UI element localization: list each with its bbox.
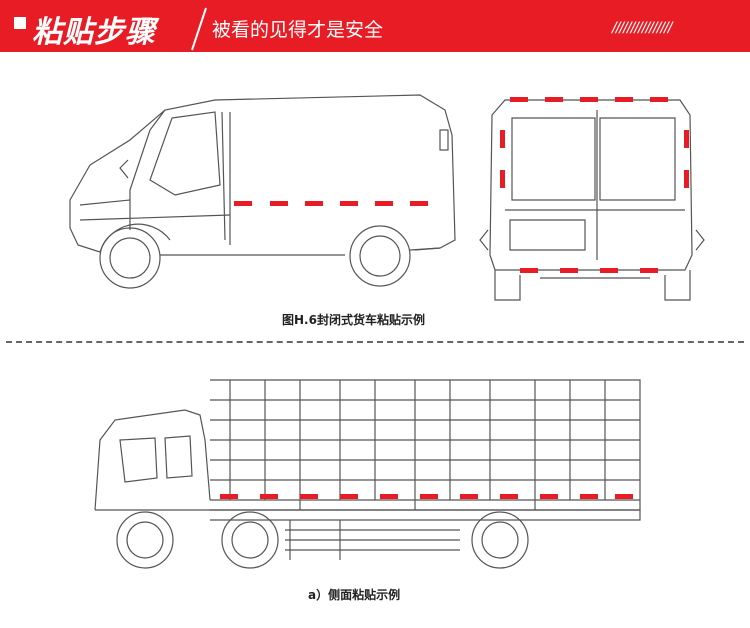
truck-side-drawing (94, 379, 641, 569)
stripes-decoration: //////////////// (612, 20, 672, 36)
van-side-drawing (69, 94, 456, 289)
section-subtitle: 被看的见得才是安全 (212, 19, 384, 41)
van-rear-drawing (479, 99, 705, 301)
banner-background (0, 0, 750, 52)
bullet-square-icon (14, 17, 26, 29)
section-divider (6, 341, 744, 343)
header-banner: 粘贴步骤 被看的见得才是安全 //////////////// (0, 0, 750, 52)
reflective-strips (220, 97, 689, 499)
figure2-caption: a）侧面粘贴示例 (308, 588, 401, 602)
section-title: 粘贴步骤 (32, 15, 156, 50)
figure1-caption: 图H.6封闭式货车粘贴示例 (282, 313, 425, 327)
